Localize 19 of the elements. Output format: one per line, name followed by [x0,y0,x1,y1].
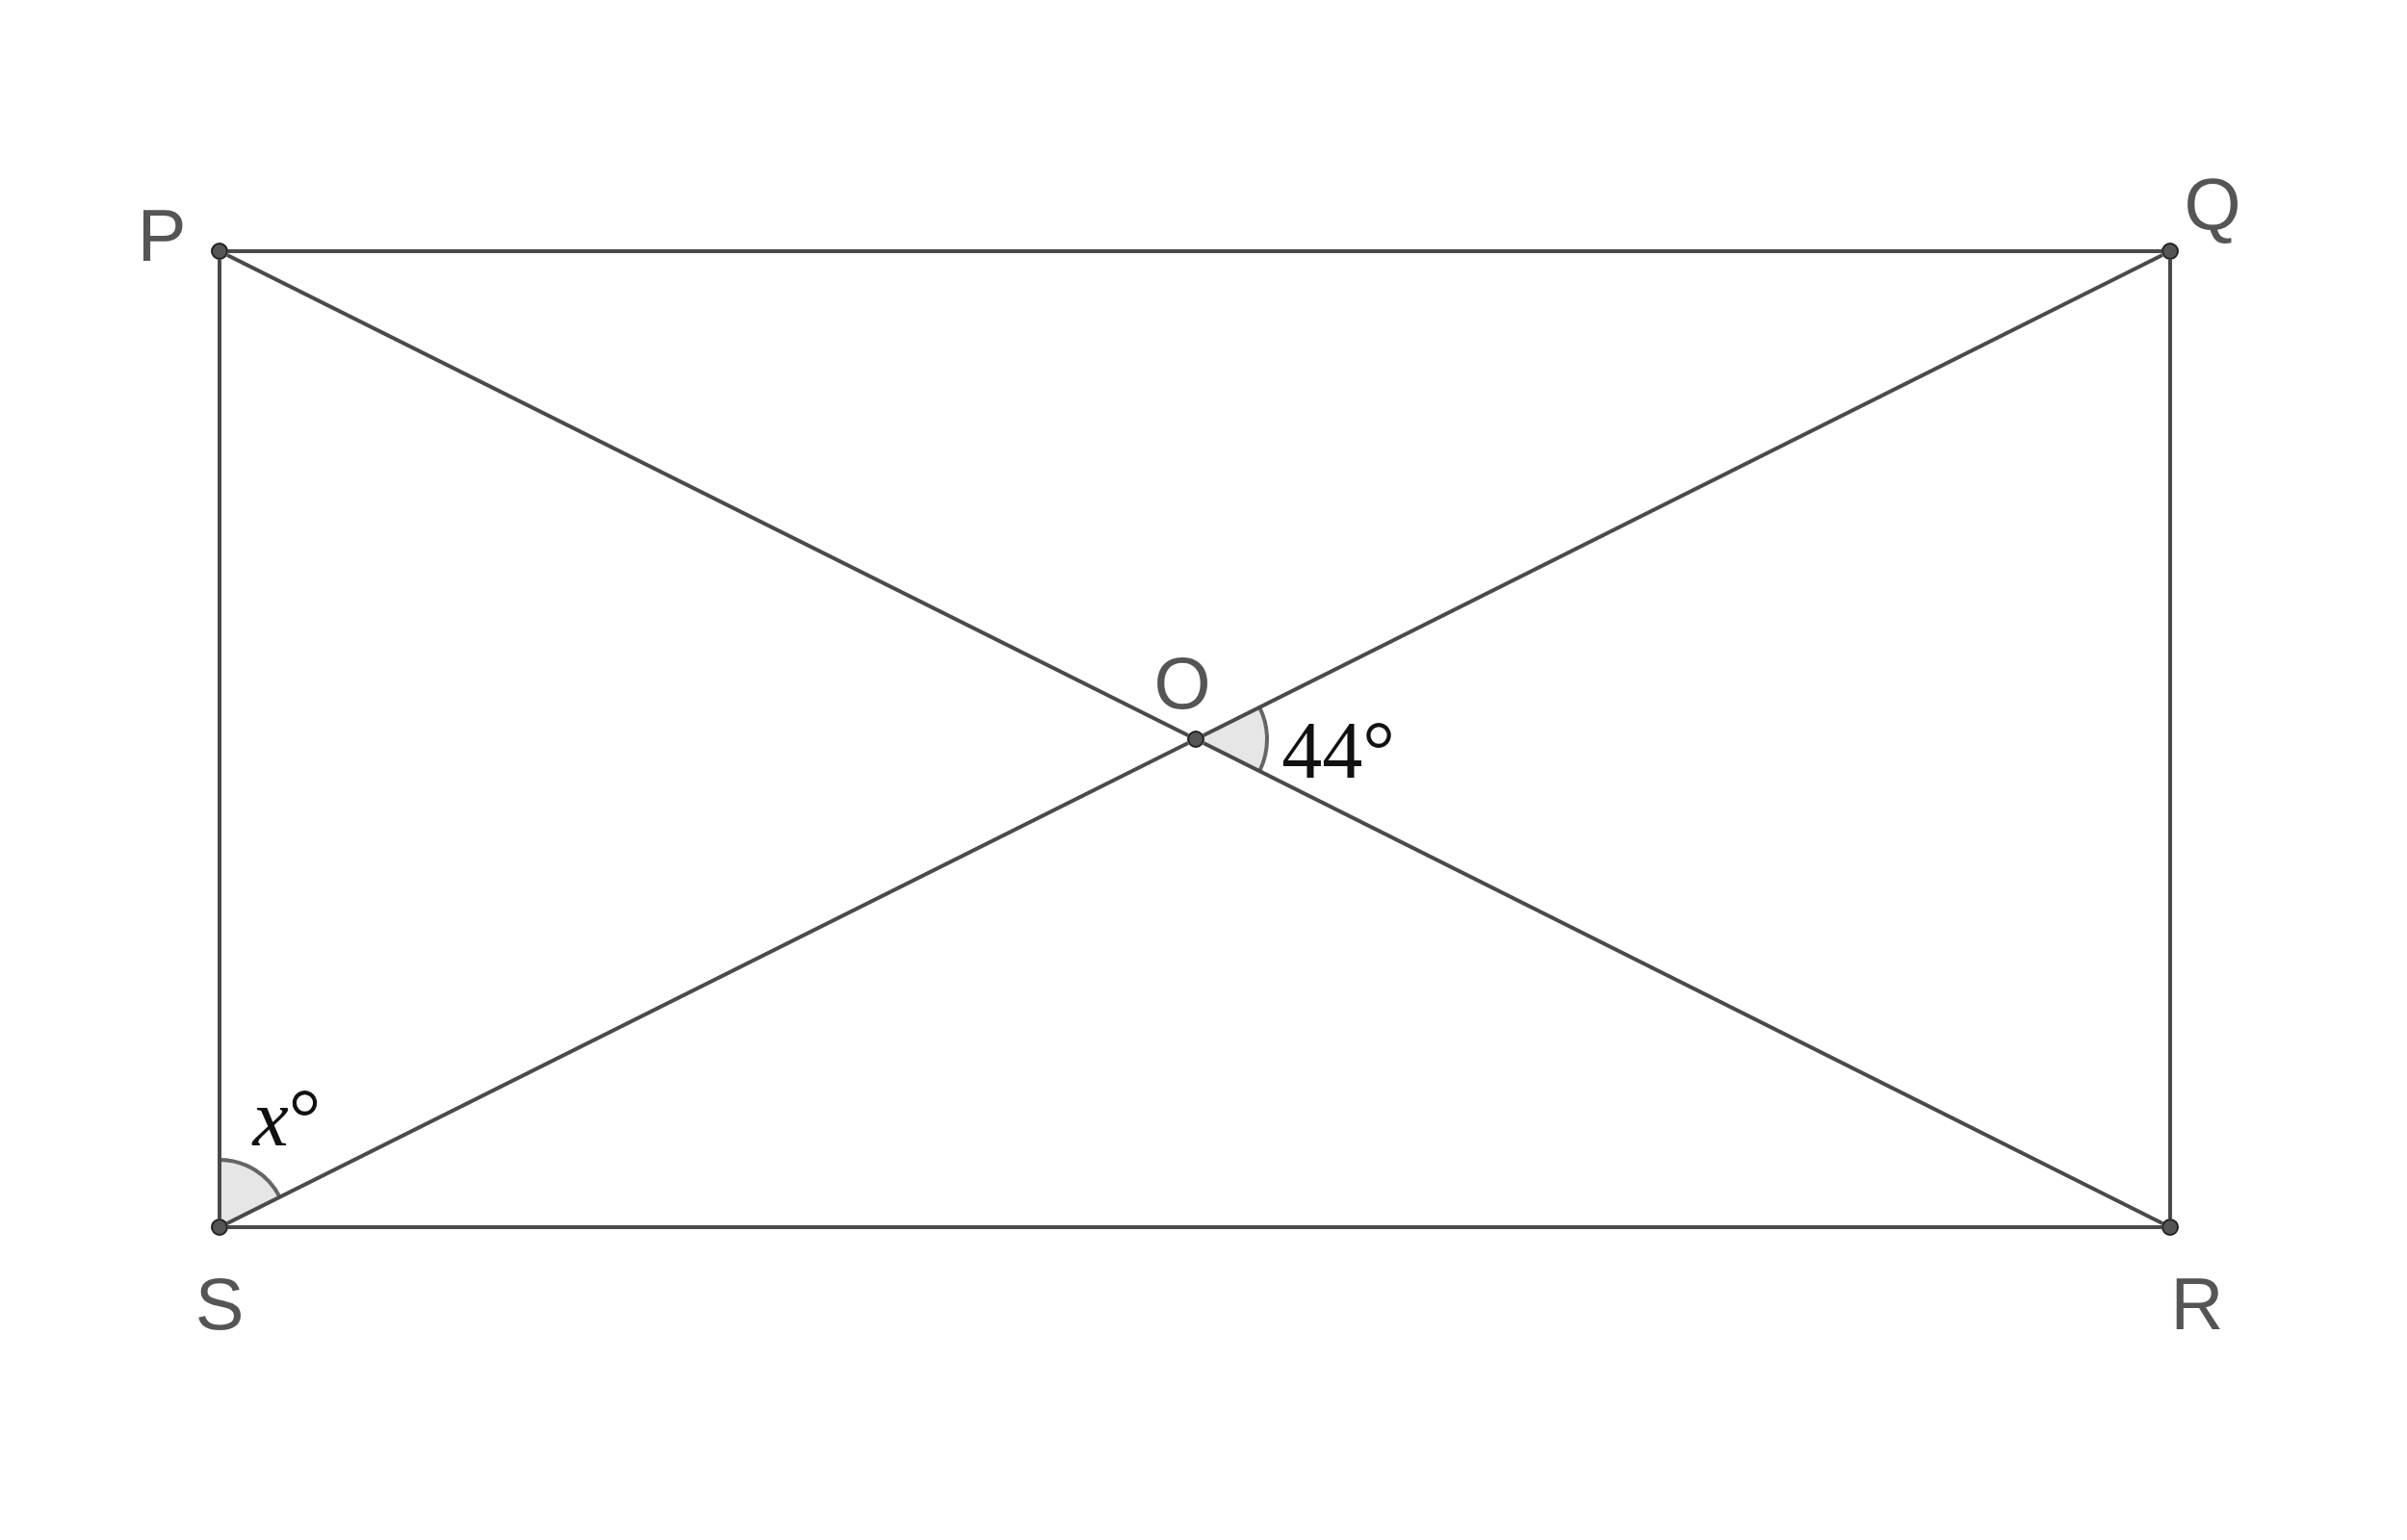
line-segment [1203,253,2163,737]
line-segment [218,260,221,1219]
point-dot [1187,731,1204,748]
point-dot [211,1219,228,1236]
point-label: P [137,199,187,272]
line-segment [226,741,1189,1225]
point-dot [2161,243,2179,260]
line-segment [228,1225,2161,1229]
point-label: S [194,1268,245,1341]
point-label: R [2170,1268,2224,1341]
point-dot [2161,1219,2179,1236]
angle-label: x° [252,1078,322,1159]
line-segment [2168,260,2172,1219]
point-label: O [1153,647,1211,720]
line-segment [226,253,1189,737]
line-segment [1203,741,2163,1225]
angle-label: 44° [1281,710,1395,791]
point-dot [211,243,228,260]
line-segment [228,249,2161,253]
